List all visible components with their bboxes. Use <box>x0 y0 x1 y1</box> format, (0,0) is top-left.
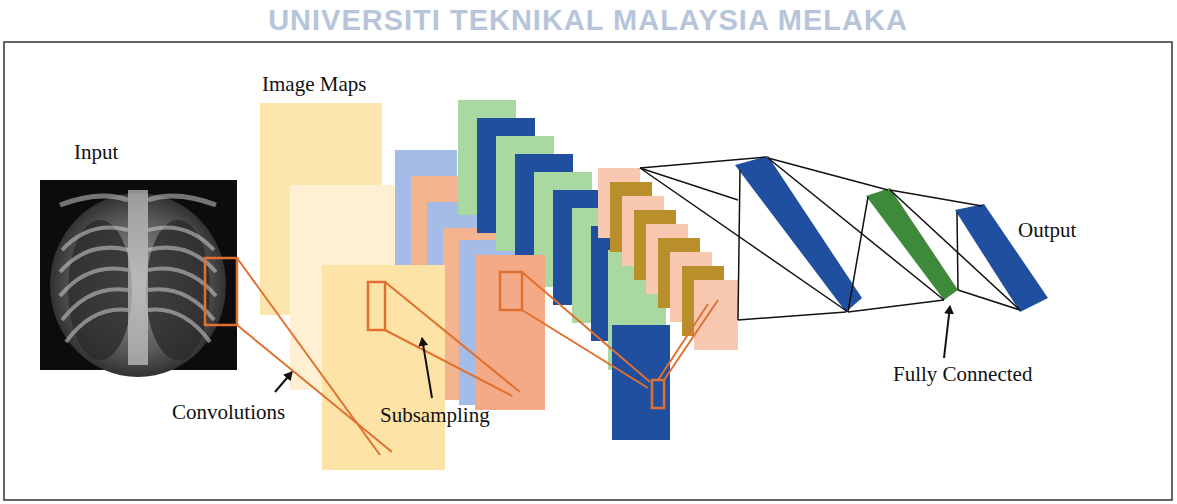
receptive-field <box>205 258 237 325</box>
input-label: Input <box>74 140 118 164</box>
xray-image <box>40 180 237 377</box>
image-map <box>322 265 445 470</box>
dense-connections <box>640 157 1020 320</box>
layer-label: Convolutions <box>172 400 285 424</box>
layer-label: Image Maps <box>262 72 366 96</box>
output-label: Output <box>1018 218 1076 242</box>
dense-layer <box>866 188 958 300</box>
feature-map <box>475 255 545 410</box>
layer-label: Fully Connected <box>893 362 1032 386</box>
watermark-text: UNIVERSITI TEKNIKAL MALAYSIA MELAKA <box>268 4 908 37</box>
receptive-field-lines <box>237 258 718 455</box>
layer-label: Subsampling <box>380 403 490 427</box>
feature-map-stack <box>598 168 738 350</box>
pointer-arrow <box>275 306 950 398</box>
figure-frame <box>4 42 1172 500</box>
dense-layer <box>735 156 862 312</box>
